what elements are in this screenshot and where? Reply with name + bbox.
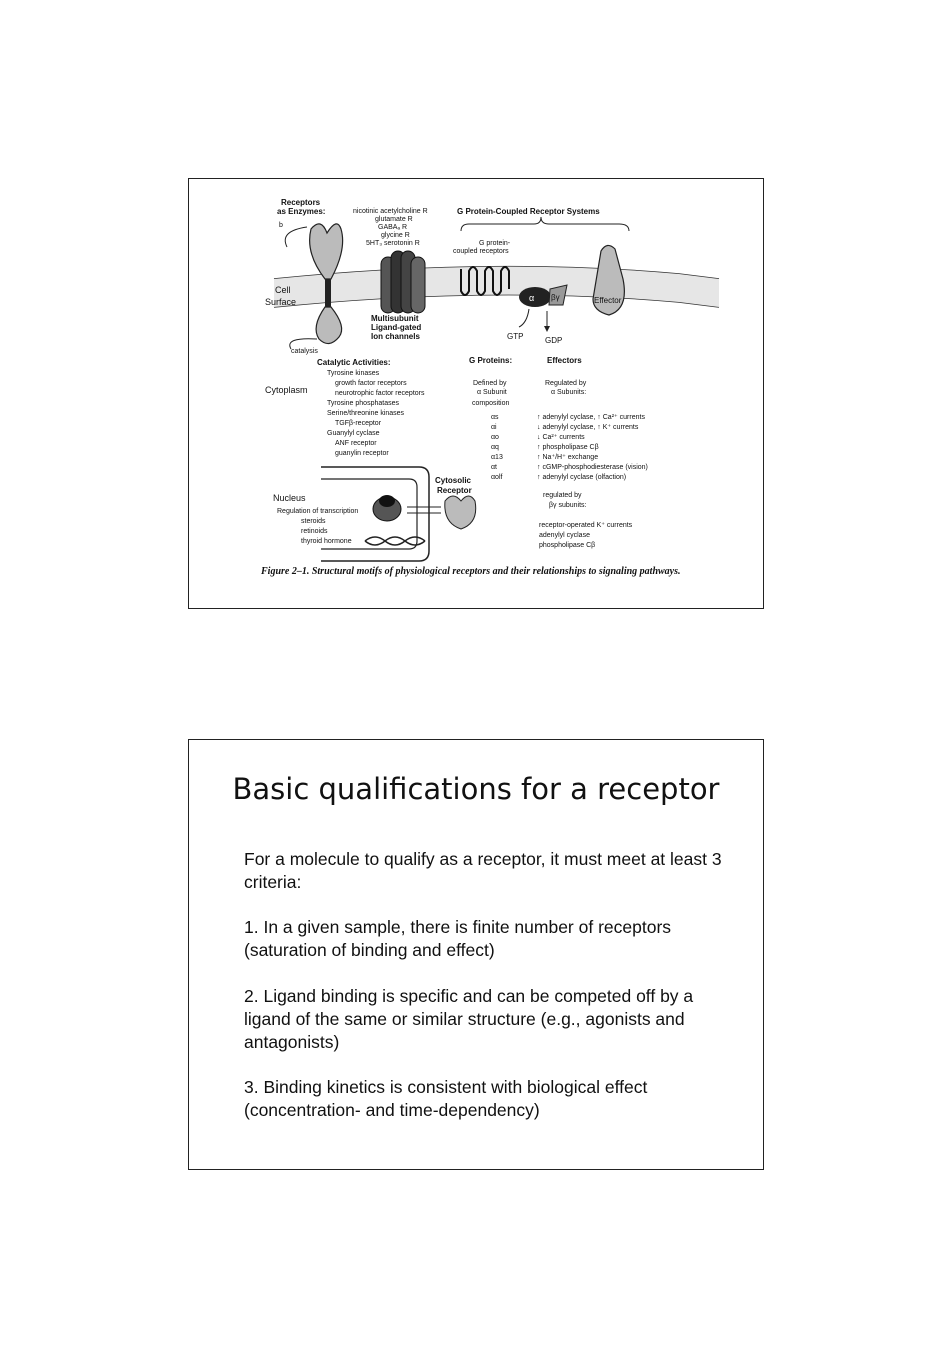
effectors-desc: Regulated by: [545, 380, 587, 387]
g-proteins-title: G Proteins:: [469, 356, 512, 365]
catalytic-item: neurotrophic factor receptors: [335, 390, 425, 397]
criterion-1: 1. In a given sample, there is finite nu…: [244, 917, 672, 960]
catalysis-label: catalysis: [291, 348, 318, 355]
alpha-subunit-item: α13: [491, 454, 503, 461]
gpcr-label-1: G protein-: [479, 240, 511, 247]
enzyme-receptor-bottom: [315, 306, 343, 345]
binding-label: b: [279, 222, 283, 229]
g-proteins-desc: α Subunit: [477, 389, 507, 396]
effector-item: ↓ adenylyl cyclase, ↑ K⁺ currents: [537, 424, 639, 431]
ion-channels-label: Ion channels: [371, 332, 420, 341]
catalytic-item: Tyrosine kinases: [327, 370, 380, 377]
catalytic-item: Guanylyl cyclase: [327, 430, 380, 437]
gpcr-label-2: coupled receptors: [453, 248, 509, 255]
gpcr-systems-label: G Protein-Coupled Receptor Systems: [457, 207, 600, 216]
catalytic-item: Tyrosine phosphatases: [327, 400, 399, 407]
nucleus-label: Nucleus: [273, 493, 306, 503]
betagamma-item: phospholipase Cβ: [539, 542, 595, 549]
alpha-subunit-item: αt: [491, 464, 497, 471]
multisubunit-label: Multisubunit: [371, 314, 419, 323]
effector-shape: [592, 244, 625, 316]
alpha-subunit-item: αo: [491, 434, 499, 441]
betagamma-subunit: [548, 284, 568, 306]
gtp-label: GTP: [507, 332, 523, 341]
nuclear-receptor-icon: [372, 495, 402, 522]
ligand-nicotinic: nicotinic acetylcholine R: [353, 208, 428, 215]
catalytic-item: guanylin receptor: [335, 450, 389, 457]
intro-paragraph: For a molecule to qualify as a receptor,…: [244, 849, 722, 892]
alpha-subunit: [519, 287, 551, 307]
effectors-title: Effectors: [547, 356, 582, 365]
catalytic-item: ANF receptor: [335, 440, 377, 447]
alpha-label: α: [529, 293, 534, 303]
effector-item: ↓ Ca²⁺ currents: [537, 434, 585, 441]
ligand-5ht3: 5HT₃ serotonin R: [366, 240, 420, 247]
receptor-label: Receptor: [437, 486, 472, 495]
surface-label: Surface: [265, 297, 296, 307]
effector-label: Effector: [594, 296, 622, 305]
nucleus-item: Regulation of transcription: [277, 508, 358, 515]
betagamma-item: adenylyl cyclase: [539, 532, 590, 539]
criterion-2: 2. Ligand binding is specific and can be…: [244, 986, 694, 1052]
effector-item: ↑ adenylyl cyclase (olfaction): [537, 474, 626, 481]
effector-item: ↑ phospholipase Cβ: [537, 444, 599, 451]
figure-slide: Receptors as Enzymes: b catalysis Cell S…: [188, 178, 764, 609]
cytosolic-label: Cytosolic: [435, 476, 472, 485]
g-proteins-desc: Defined by: [473, 380, 507, 387]
ligand-gated-label: Ligand-gated: [371, 323, 421, 332]
alpha-subunit-item: αi: [491, 424, 497, 431]
effector-item: ↑ adenylyl cyclase, ↑ Ca²⁺ currents: [537, 414, 645, 421]
nucleus-item: steroids: [301, 518, 326, 525]
nucleus-boundary: [321, 466, 430, 562]
betagamma-reg: βγ subunits:: [549, 502, 587, 509]
figure-caption: Figure 2–1. Structural motifs of physiol…: [261, 566, 681, 577]
enzyme-receptor-top: [309, 223, 344, 280]
ion-channel-icon: [380, 250, 426, 314]
ligand-glutamate: glutamate R: [375, 216, 413, 223]
betagamma-label: βγ: [551, 293, 560, 302]
effectors-desc: α Subunits:: [551, 389, 586, 396]
dna-icon: [364, 536, 426, 546]
text-slide: Basic qualifications for a receptor For …: [188, 739, 764, 1170]
betagamma-item: receptor-operated K⁺ currents: [539, 522, 633, 529]
gpcr-serpentine-icon: [460, 266, 510, 296]
cell-label: Cell: [275, 285, 291, 295]
alpha-subunit-item: αq: [491, 444, 499, 451]
catalytic-item: Serine/threonine kinases: [327, 410, 405, 417]
slide-title: Basic qualifications for a receptor: [232, 772, 720, 806]
g-proteins-desc: composition: [472, 400, 509, 407]
ligand-glycine: glycine R: [381, 232, 410, 239]
criterion-3: 3. Binding kinetics is consistent with b…: [244, 1077, 648, 1120]
gdp-label: GDP: [545, 336, 562, 345]
effector-item: ↑ Na⁺/H⁺ exchange: [537, 454, 598, 461]
ligand-gaba: GABAₐ R: [378, 224, 407, 231]
nucleus-item: retinoids: [301, 528, 328, 535]
receptors-label: Receptors: [281, 198, 321, 207]
catalytic-item: TGFβ-receptor: [335, 420, 382, 427]
as-enzymes-label: as Enzymes:: [277, 207, 325, 216]
alpha-subunit-item: αolf: [491, 474, 502, 481]
enzyme-transmembrane: [325, 279, 331, 307]
betagamma-reg: regulated by: [543, 492, 582, 499]
catalytic-item: growth factor receptors: [335, 380, 407, 387]
cytoplasm-label: Cytoplasm: [265, 385, 308, 395]
alpha-subunit-item: αs: [491, 414, 499, 421]
cytosolic-receptor-icon: [444, 495, 477, 530]
nucleus-item: thyroid hormone: [301, 538, 352, 545]
receptor-diagram: Receptors as Enzymes: b catalysis Cell S…: [265, 198, 720, 562]
effector-item: ↑ cGMP-phosphodiesterase (vision): [537, 464, 648, 471]
catalytic-title: Catalytic Activities:: [317, 358, 391, 367]
